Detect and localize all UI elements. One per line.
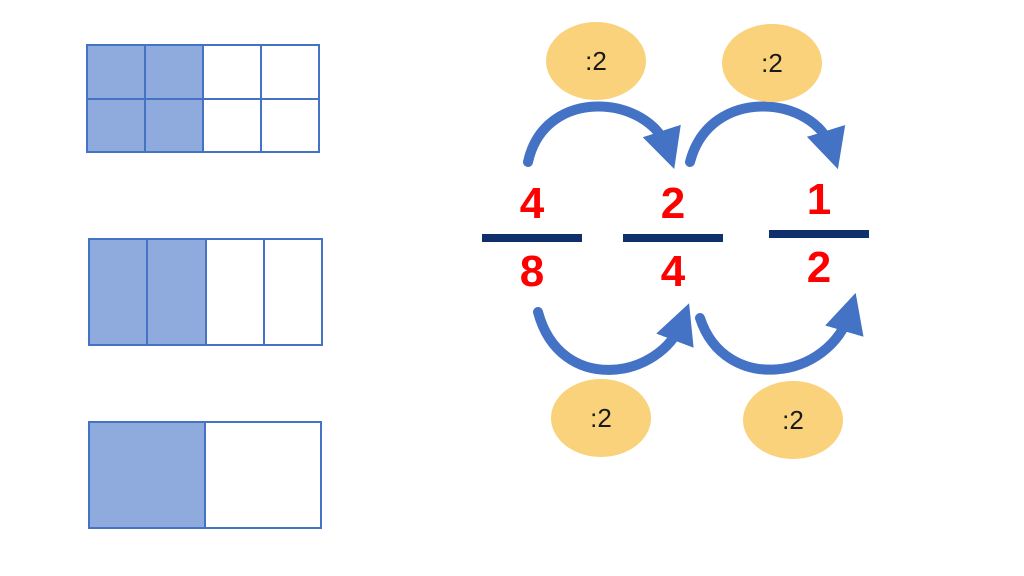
operation-bottom-2: :2	[743, 381, 843, 459]
unshaded-part	[203, 45, 261, 99]
operation-top-1: :2	[546, 22, 646, 100]
fraction-denominator: 2	[806, 243, 832, 292]
fraction-denominator: 8	[519, 247, 545, 296]
operation-top-2: :2	[722, 24, 822, 102]
unshaded-part	[261, 45, 319, 99]
unshaded-part	[263, 239, 322, 345]
arrow-top-2	[685, 101, 846, 170]
shaded-part	[87, 98, 145, 152]
arrow-bottom-2	[695, 292, 864, 375]
unshaded-part	[205, 239, 264, 345]
fraction-four-eighths: 4 8	[482, 180, 582, 296]
shaded-part	[145, 98, 203, 152]
shaded-part	[87, 45, 145, 99]
fraction-two-fourths: 2 4	[623, 180, 723, 296]
unshaded-part	[203, 98, 261, 152]
unshaded-part	[205, 422, 321, 528]
operation-bottom-1: :2	[551, 379, 651, 457]
fraction-bar	[769, 230, 869, 238]
fraction-denominator: 4	[660, 247, 686, 296]
shaded-part	[89, 239, 148, 345]
fraction-numerator: 1	[806, 175, 832, 224]
shaded-part	[145, 45, 203, 99]
unshaded-part	[261, 98, 319, 152]
area-model-halves	[88, 421, 322, 529]
fraction-numerator: 2	[660, 179, 686, 228]
fraction-numerator: 4	[519, 179, 545, 228]
shaded-part	[147, 239, 206, 345]
fraction-one-half: 1 2	[769, 176, 869, 292]
arrow-bottom-1	[533, 303, 694, 375]
shaded-part	[89, 422, 205, 528]
arrow-top-1	[523, 101, 681, 169]
fraction-bar	[623, 234, 723, 242]
fraction-bar	[482, 234, 582, 242]
area-model-quarters	[88, 238, 323, 346]
area-model-eighths	[86, 44, 320, 153]
